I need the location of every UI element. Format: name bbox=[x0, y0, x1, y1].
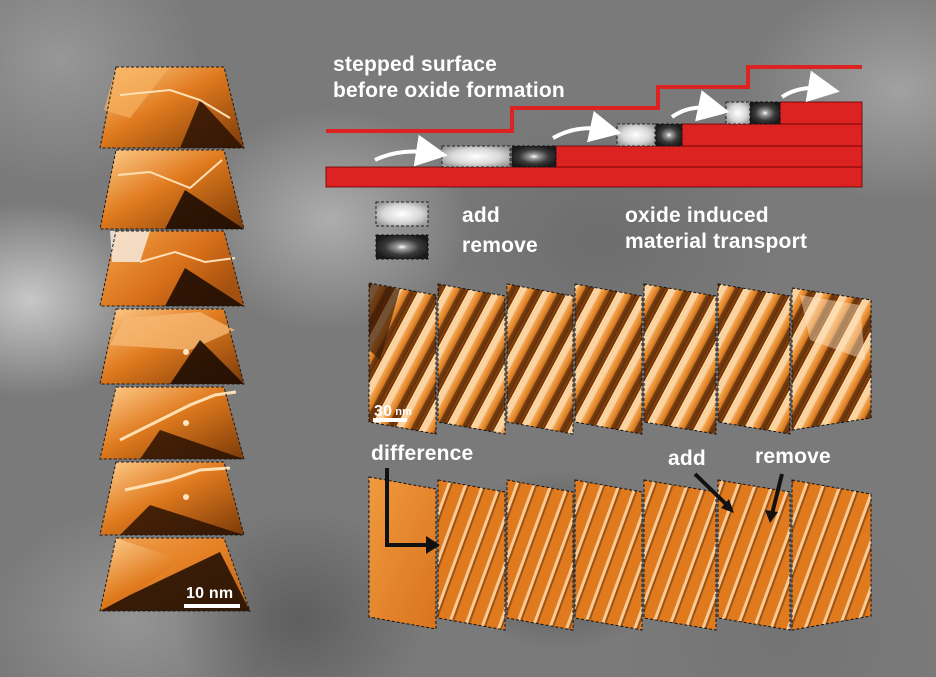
add-block bbox=[725, 101, 751, 125]
stm-frame-1 bbox=[99, 66, 245, 149]
remove-block bbox=[749, 101, 781, 125]
stm-frame-7 bbox=[99, 537, 251, 612]
step-diagram bbox=[325, 65, 863, 188]
arrowhead-icon bbox=[765, 510, 778, 523]
transport-arrow bbox=[374, 134, 448, 167]
legend-add-label: add bbox=[462, 204, 500, 227]
arrowhead-icon bbox=[426, 536, 440, 554]
surface-profile-line bbox=[326, 65, 862, 133]
upper-frame-4 bbox=[574, 283, 643, 435]
lower-frame-3 bbox=[506, 479, 574, 631]
stm-frame-6 bbox=[99, 461, 245, 536]
lower-frame-4 bbox=[574, 479, 643, 631]
remove-pointer-arrow bbox=[770, 473, 784, 515]
step-layer-2 bbox=[555, 145, 863, 168]
legend-add-swatch bbox=[375, 201, 429, 227]
stm-frame-2 bbox=[99, 149, 245, 230]
scale-label-left: 10 nm bbox=[186, 585, 234, 602]
stm-frame-3 bbox=[99, 230, 245, 307]
legend-note-line-1: oxide induced bbox=[625, 204, 769, 227]
remove-arrow-label: remove bbox=[755, 445, 831, 468]
legend-note-line-2: material transport bbox=[625, 230, 808, 253]
lower-frame-5 bbox=[643, 479, 717, 631]
scale-label-right-unit: nm bbox=[395, 406, 413, 418]
step-layer-1 bbox=[325, 166, 863, 188]
upper-stm-row bbox=[368, 282, 872, 435]
add-arrow-label: add bbox=[668, 447, 706, 470]
transport-arrow bbox=[780, 70, 840, 103]
lower-frame-2 bbox=[437, 479, 506, 631]
remove-block bbox=[655, 123, 683, 147]
lower-frame-1 bbox=[368, 476, 437, 630]
legend-remove-swatch bbox=[375, 234, 429, 260]
stm-frame-5 bbox=[99, 386, 245, 460]
step-layer-4 bbox=[779, 101, 863, 125]
remove-block bbox=[511, 145, 557, 168]
legend bbox=[375, 201, 429, 260]
left-stm-stack bbox=[99, 66, 251, 612]
difference-label: difference bbox=[371, 442, 474, 465]
upper-frame-7 bbox=[791, 287, 872, 431]
lower-stm-row bbox=[368, 468, 872, 631]
upper-frame-2 bbox=[437, 283, 506, 435]
lower-frame-7 bbox=[791, 479, 872, 631]
upper-frame-1 bbox=[368, 282, 437, 435]
upper-frame-6 bbox=[717, 283, 791, 435]
title-line-2: before oxide formation bbox=[333, 79, 565, 102]
add-pointer-arrow bbox=[693, 472, 730, 508]
upper-frame-5 bbox=[643, 283, 717, 435]
step-layer-3 bbox=[681, 123, 863, 147]
add-block bbox=[441, 145, 511, 168]
difference-arrow bbox=[385, 468, 428, 547]
add-block bbox=[616, 123, 656, 147]
transport-arrow bbox=[552, 111, 622, 143]
scale-bar-left bbox=[184, 604, 240, 608]
title-line-1: stepped surface bbox=[333, 53, 498, 76]
transport-arrow bbox=[670, 90, 730, 122]
arrowhead-icon bbox=[721, 499, 734, 513]
scale-bar-right bbox=[373, 418, 407, 422]
scale-label-right-value: 30 bbox=[374, 403, 393, 420]
stm-frame-4 bbox=[99, 308, 245, 385]
upper-frame-3 bbox=[506, 283, 574, 435]
legend-remove-label: remove bbox=[462, 234, 538, 257]
